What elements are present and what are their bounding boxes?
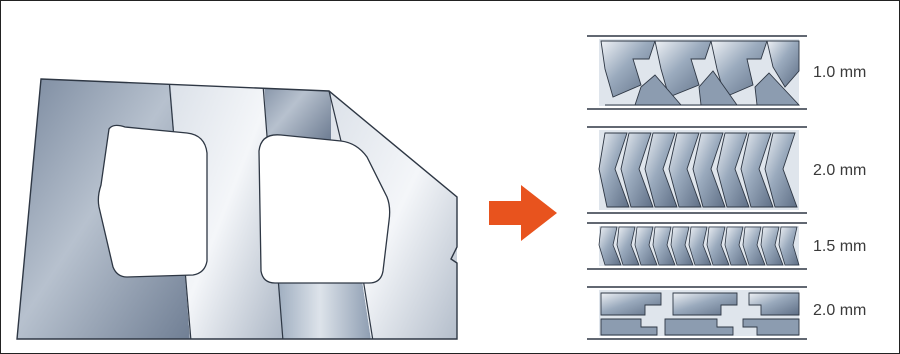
- section-strip-4: [587, 287, 807, 339]
- thickness-label-1: 1.0 mm: [813, 63, 899, 83]
- section-strip-2: [587, 127, 807, 213]
- panel-section-right-upper: [263, 61, 331, 141]
- thickness-label-2: 2.0 mm: [813, 161, 899, 181]
- door-panel: [1, 61, 471, 353]
- arrow-icon: [489, 185, 557, 241]
- section-strip-1: [587, 36, 807, 109]
- section-strip-3: [587, 223, 807, 269]
- window-cutout-left: [98, 125, 207, 277]
- thickness-label-4: 2.0 mm: [813, 301, 899, 321]
- thickness-label-3: 1.5 mm: [813, 237, 899, 257]
